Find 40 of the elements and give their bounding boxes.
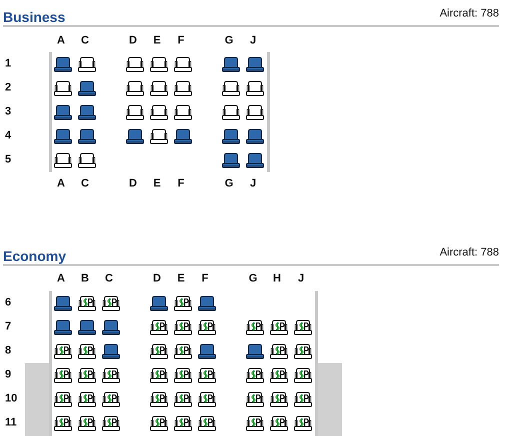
section-heading: Economy [3, 249, 66, 263]
seat-column-letter: D [153, 274, 161, 284]
seat-column-letter: J [250, 36, 256, 46]
row-number: 10 [5, 394, 18, 404]
row-number: 7 [5, 322, 12, 332]
seat-column-letter: C [105, 274, 113, 284]
row-number: 4 [5, 130, 12, 142]
seat-column-letter: G [224, 36, 234, 46]
seat-column-letter: A [57, 36, 65, 46]
seat-column-letter: C [81, 178, 89, 190]
row-number: 2 [5, 82, 12, 94]
seat-column-letter: F [202, 274, 208, 284]
row-number: 6 [5, 298, 12, 308]
seat-column-letter: J [250, 178, 256, 190]
seat-column-letter: D [129, 36, 137, 46]
row-number: 5 [5, 154, 12, 166]
seat-column-letter: G [248, 274, 258, 284]
seat-column-letter: G [224, 178, 234, 190]
aircraft-type-text: Aircraft: 788 [440, 8, 499, 20]
row-number: 8 [5, 346, 12, 356]
seat-column-letter: C [81, 36, 89, 46]
row-number: 9 [5, 370, 12, 380]
seat-column-letter: A [57, 178, 65, 190]
seat-column-letter: E [153, 36, 161, 46]
seat-column-letter: E [153, 178, 161, 190]
wing-area [317, 363, 342, 436]
row-number: 3 [5, 106, 12, 118]
seat-column-letter: F [178, 36, 184, 46]
seat-column-letter: H [273, 274, 281, 284]
section-heading: Business [3, 10, 66, 24]
wing-area [25, 363, 49, 436]
seat-column-letter: D [129, 178, 137, 190]
seat-column-letter: F [178, 178, 184, 190]
seat-column-letter: B [81, 274, 89, 284]
row-number: 11 [5, 418, 17, 428]
seat-column-letter: A [57, 274, 65, 284]
aircraft-type-text: Aircraft: 788 [440, 248, 499, 258]
seat-column-letter: E [177, 274, 185, 284]
row-number: 1 [5, 58, 12, 70]
seat-column-letter: J [298, 274, 304, 284]
